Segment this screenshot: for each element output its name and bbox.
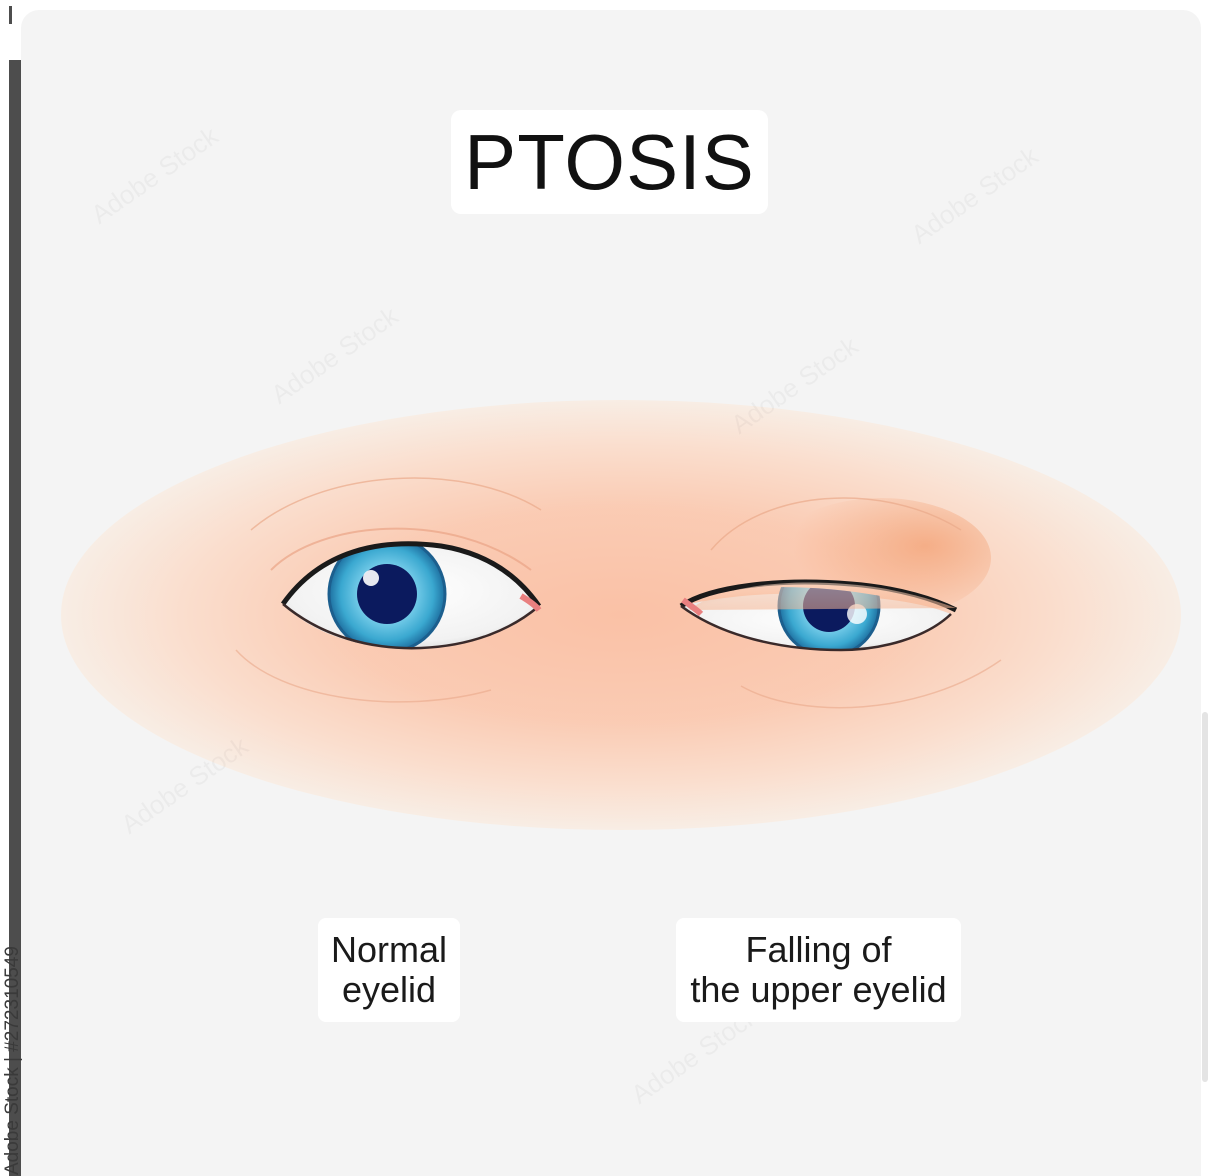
illustration-card: Adobe Stock Adobe Stock Adobe Stock Adob… — [21, 10, 1201, 1176]
frame-edge — [9, 6, 12, 24]
normal-eyelid-label: Normal eyelid — [318, 918, 460, 1022]
ptosis-eyelid-label: Falling of the upper eyelid — [676, 918, 961, 1022]
page-title: PTOSIS — [464, 117, 755, 208]
label-line: eyelid — [318, 970, 460, 1010]
label-line: Falling of — [676, 930, 961, 970]
ptosis-eye — [681, 498, 1001, 708]
stock-watermark: Adobe Stock | #272310549 — [0, 905, 36, 1175]
label-line: the upper eyelid — [676, 970, 961, 1010]
watermark-text: Adobe Stock | #272310549 — [2, 946, 24, 1175]
scrollbar[interactable] — [1202, 712, 1208, 1082]
label-line: Normal — [318, 930, 460, 970]
normal-eye — [236, 478, 541, 702]
title-box: PTOSIS — [451, 110, 768, 214]
